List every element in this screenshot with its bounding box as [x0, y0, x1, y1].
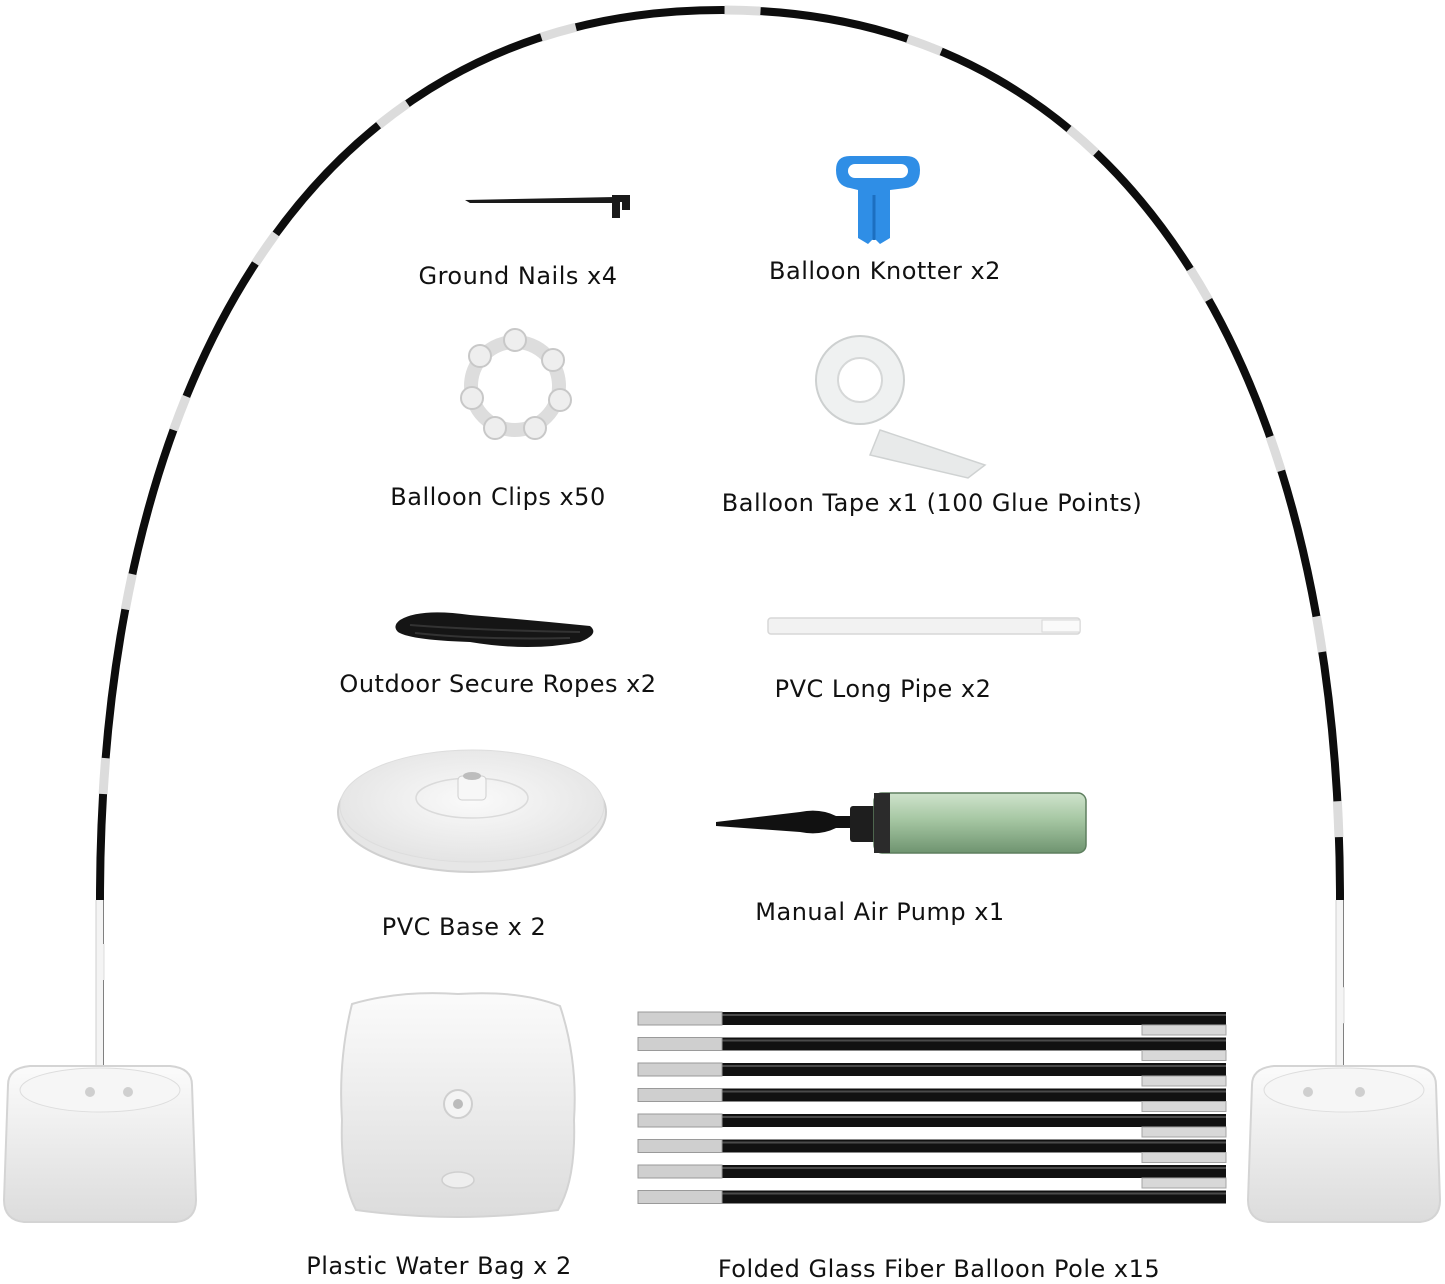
- label-balloon-clips: Balloon Clips x50: [390, 483, 606, 511]
- ground-nail-icon: [465, 195, 630, 218]
- balloon-pole-row: [637, 1088, 1227, 1112]
- balloon-arch: [95, 5, 1345, 1080]
- arch-pole: [96, 5, 1344, 1070]
- label-balloon-pole: Folded Glass Fiber Balloon Pole x15: [717, 1255, 1161, 1283]
- balloon-pole-row: [637, 1113, 1227, 1138]
- label-pvc-base: PVC Base x 2: [381, 913, 547, 941]
- label-air-pump: Manual Air Pump x1: [755, 898, 1005, 926]
- label-ground-nails: Ground Nails x4: [418, 262, 618, 290]
- plastic-water-bag-icon: [340, 992, 576, 1218]
- pvc-base-icon: [337, 749, 607, 873]
- balloon-clips-icon: [460, 328, 572, 440]
- arch-left-base: [2, 1065, 198, 1223]
- balloon-tape-icon: [815, 335, 987, 479]
- label-pvc-long-pipe: PVC Long Pipe x2: [774, 675, 992, 703]
- arch-joints: [95, 5, 1345, 1070]
- outdoor-rope-icon: [395, 612, 594, 647]
- label-outdoor-ropes: Outdoor Secure Ropes x2: [339, 670, 657, 698]
- pvc-long-pipe-icon: [767, 617, 1081, 635]
- manual-air-pump-icon: [716, 792, 1087, 854]
- balloon-pole-row: [637, 1062, 1227, 1087]
- balloon-pole-row: [637, 1164, 1227, 1189]
- arch-right-base: [1246, 1065, 1442, 1223]
- balloon-pole-row: [637, 1037, 1227, 1061]
- balloon-pole-row: [637, 1011, 1227, 1036]
- balloon-poles-icon: [637, 1011, 1227, 1204]
- balloon-knotter-icon: [836, 156, 920, 244]
- balloon-pole-row: [637, 1190, 1226, 1204]
- balloon-pole-row: [637, 1139, 1227, 1163]
- label-water-bag: Plastic Water Bag x 2: [306, 1252, 572, 1280]
- label-balloon-knotter: Balloon Knotter x2: [769, 257, 1001, 285]
- label-balloon-tape: Balloon Tape x1 (100 Glue Points): [721, 489, 1143, 517]
